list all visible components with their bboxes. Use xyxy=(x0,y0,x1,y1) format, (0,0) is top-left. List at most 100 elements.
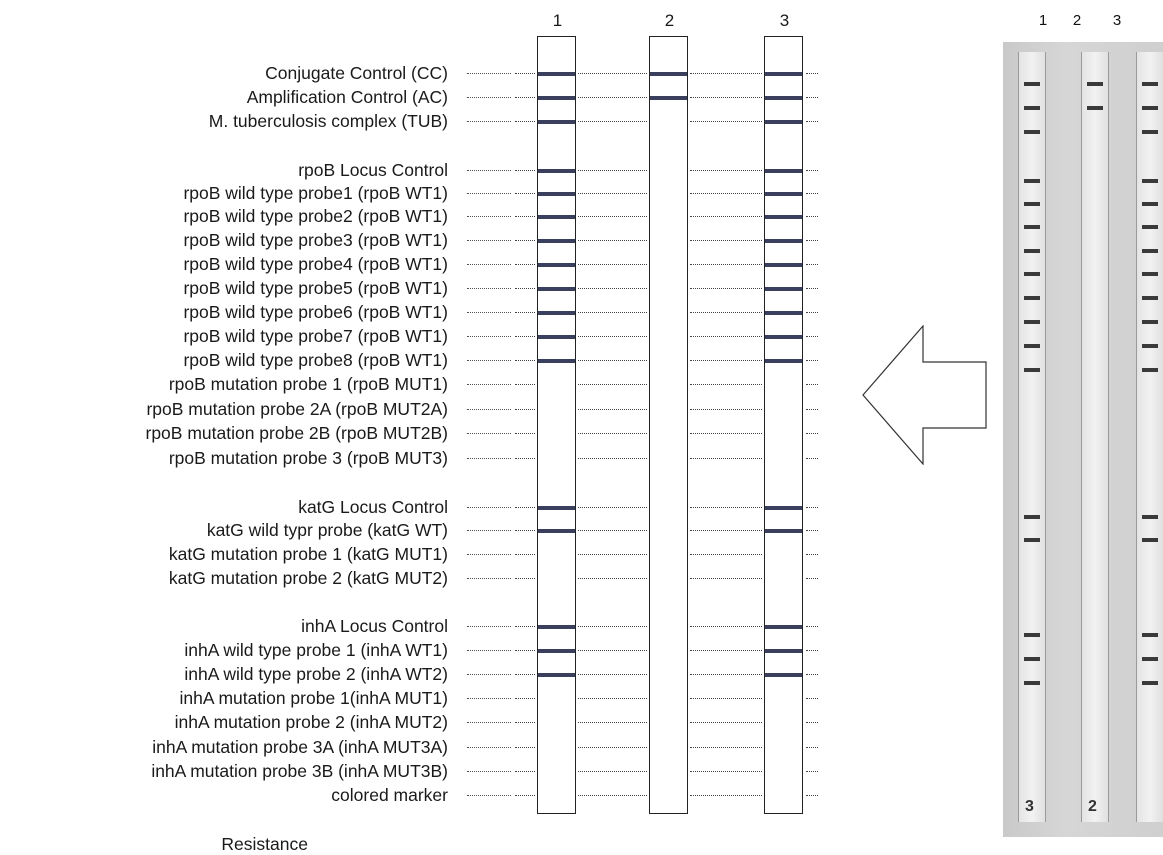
connector-line xyxy=(578,170,647,171)
connector-line xyxy=(515,795,535,796)
connector-line xyxy=(690,722,762,723)
connector-line xyxy=(806,722,818,723)
leader-line xyxy=(467,73,511,74)
probe-label: Amplification Control (AC) xyxy=(246,87,448,107)
photo-band xyxy=(1024,681,1040,686)
photo-strip-mark: 3 xyxy=(1025,798,1034,815)
photo-band xyxy=(1024,296,1040,301)
band xyxy=(765,311,802,315)
connector-line xyxy=(515,360,535,361)
band xyxy=(765,120,802,124)
connector-line xyxy=(806,288,818,289)
leader-line xyxy=(467,288,511,289)
connector-line xyxy=(806,578,818,579)
leader-line xyxy=(467,336,511,337)
connector-line xyxy=(515,433,535,434)
leader-line xyxy=(467,722,511,723)
connector-line xyxy=(578,626,647,627)
leader-line xyxy=(467,384,511,385)
connector-line xyxy=(690,312,762,313)
band xyxy=(765,359,802,363)
photo-band xyxy=(1142,320,1158,325)
photo-band xyxy=(1024,514,1040,519)
connector-line xyxy=(806,193,818,194)
connector-line xyxy=(690,240,762,241)
connector-line xyxy=(806,121,818,122)
leader-line xyxy=(467,626,511,627)
strip-number: 2 xyxy=(664,11,675,30)
photo-band xyxy=(1024,248,1040,253)
connector-line xyxy=(806,507,818,508)
connector-line xyxy=(578,650,647,651)
connector-line xyxy=(690,73,762,74)
connector-line xyxy=(690,409,762,410)
connector-line xyxy=(690,747,762,748)
connector-line xyxy=(690,170,762,171)
leader-line xyxy=(467,578,511,579)
connector-line xyxy=(806,674,818,675)
connector-line xyxy=(578,360,647,361)
connector-line xyxy=(578,336,647,337)
band xyxy=(765,169,802,173)
band xyxy=(765,506,802,510)
connector-line xyxy=(515,722,535,723)
probe-label: inhA Locus Control xyxy=(301,616,448,636)
photo-band xyxy=(1024,320,1040,325)
photo-band xyxy=(1142,224,1158,229)
band xyxy=(538,673,575,677)
connector-line xyxy=(578,674,647,675)
connector-line xyxy=(578,433,647,434)
photo-band xyxy=(1024,272,1040,277)
connector-line xyxy=(806,312,818,313)
probe-label: katG mutation probe 1 (katG MUT1) xyxy=(168,544,448,564)
band xyxy=(538,529,575,533)
connector-line xyxy=(578,97,647,98)
band xyxy=(765,673,802,677)
connector-line xyxy=(806,216,818,217)
connector-line xyxy=(690,97,762,98)
band xyxy=(765,192,802,196)
strip-number: 1 xyxy=(552,11,563,30)
photo-strip-mark: 2 xyxy=(1088,798,1097,815)
leader-line xyxy=(467,360,511,361)
connector-line xyxy=(515,97,535,98)
photo-band xyxy=(1024,368,1040,373)
photo-strip-number: 2 xyxy=(1072,12,1082,29)
connector-line xyxy=(806,554,818,555)
photo-strip-number: 3 xyxy=(1112,12,1122,29)
probe-label: rpoB wild type probe4 (rpoB WT1) xyxy=(183,254,448,274)
connector-line xyxy=(578,578,647,579)
band xyxy=(538,335,575,339)
connector-line xyxy=(515,121,535,122)
probe-label: Conjugate Control (CC) xyxy=(265,63,448,83)
connector-line xyxy=(806,458,818,459)
band xyxy=(538,215,575,219)
photo-band xyxy=(1024,224,1040,229)
probe-label: rpoB mutation probe 3 (rpoB MUT3) xyxy=(168,448,448,468)
connector-line xyxy=(806,73,818,74)
photo-band xyxy=(1087,105,1103,110)
leader-line xyxy=(467,216,511,217)
probe-label: katG mutation probe 2 (katG MUT2) xyxy=(168,568,448,588)
connector-line xyxy=(515,384,535,385)
connector-line xyxy=(806,771,818,772)
connector-line xyxy=(690,433,762,434)
leader-line xyxy=(467,674,511,675)
photo-band xyxy=(1087,82,1103,86)
probe-label: inhA wild type probe 1 (inhA WT1) xyxy=(184,640,448,660)
connector-line xyxy=(578,409,647,410)
band xyxy=(765,335,802,339)
resistance-label: Resistance xyxy=(221,834,308,854)
connector-line xyxy=(578,73,647,74)
connector-line xyxy=(578,530,647,531)
leader-line xyxy=(467,121,511,122)
leader-line xyxy=(467,771,511,772)
band xyxy=(765,263,802,267)
leader-line xyxy=(467,97,511,98)
connector-line xyxy=(515,336,535,337)
band xyxy=(538,311,575,315)
connector-line xyxy=(806,264,818,265)
leader-line xyxy=(467,747,511,748)
photo-band xyxy=(1142,105,1158,110)
